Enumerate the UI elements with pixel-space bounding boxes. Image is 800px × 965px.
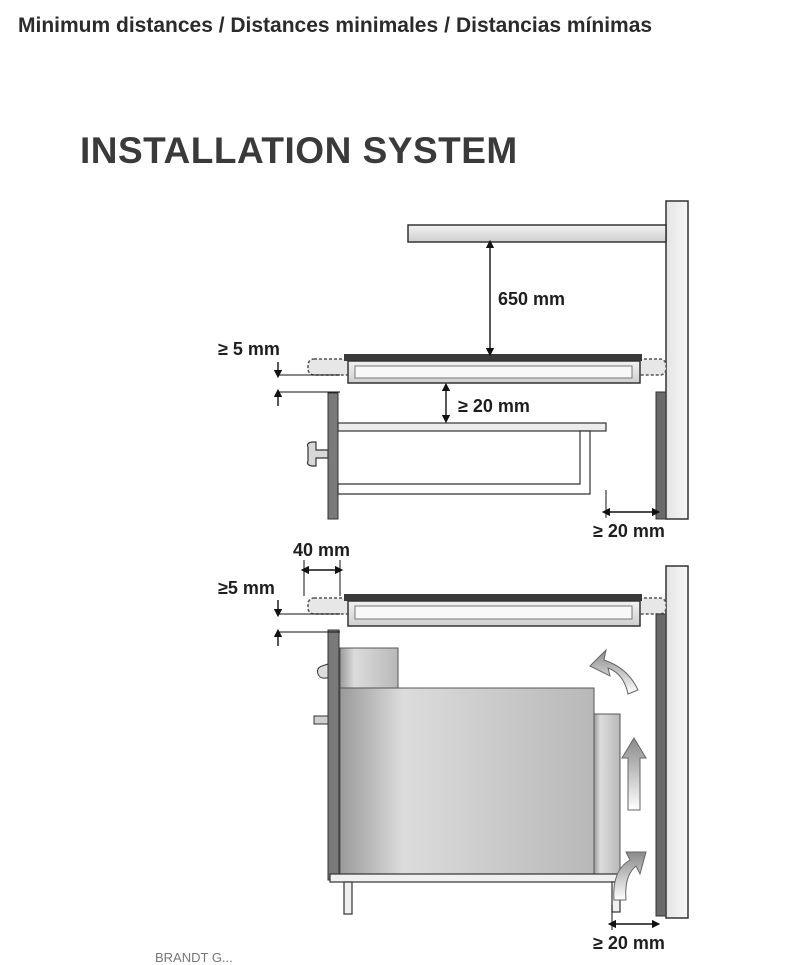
label-hood-distance: 650 mm [498,289,566,309]
cabinet-side-top [655,391,667,520]
top-diagram [273,200,689,520]
oven-handle [313,715,329,725]
label-edge-distance-top: ≥ 5 mm [218,339,280,359]
hob-glass-bottom [344,594,642,601]
oven-body [339,687,595,875]
header-title-es: Distancias mínimas [456,14,653,37]
hob-glass-top [344,354,642,361]
footer-brand-text: BRANDT G... [155,950,233,965]
header-separator: / [444,14,450,37]
oven-knob [317,663,329,679]
cabinet-base [329,873,621,883]
oven-rear-block [593,713,621,875]
wall-top [665,200,689,520]
oven-front [327,629,340,881]
label-width-distance: 40 mm [293,540,351,560]
airflow-arrow-inlet [613,851,647,901]
header-title-en-fr: Minimum distances / Distances minimales [18,14,439,37]
drawer-knob [306,441,329,467]
label-edge-distance-bottom: ≥5 mm [218,578,275,598]
cabinet-leg [343,881,353,915]
label-wall-gap-top: ≥ 20 mm [593,521,665,541]
drawer-top-board [337,422,607,432]
airflow-arrow-curve [589,648,639,695]
hood-shelf [407,224,667,243]
drawer-front [327,392,339,520]
oven-control-block [339,647,399,689]
section-title: INSTALLATION SYSTEM [80,130,518,171]
airflow-arrow-up [621,737,647,811]
label-drawer-gap: ≥ 20 mm [458,396,530,416]
bottom-diagram [273,560,689,930]
wall-bottom [665,565,689,919]
page-header: Minimum distances / Distances minimales/… [18,14,652,38]
label-wall-gap-bottom: ≥ 20 mm [593,933,665,953]
cabinet-side-bottom [655,613,667,917]
